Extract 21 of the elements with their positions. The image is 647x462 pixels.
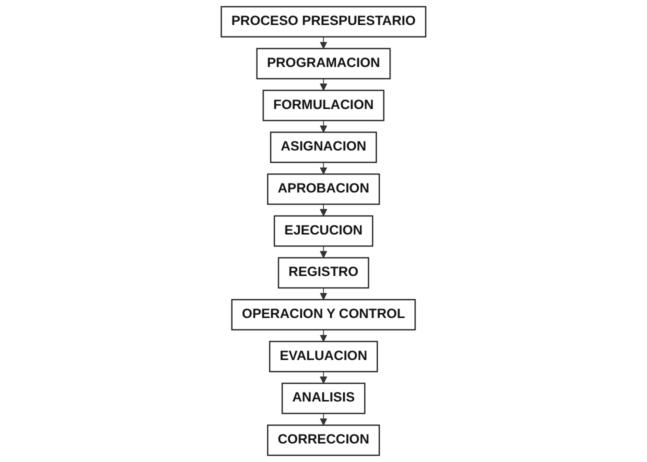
arrow (320, 120, 328, 133)
arrow (320, 204, 328, 216)
node-box: APROBACION (267, 173, 380, 205)
node-box: REGISTRO (278, 257, 370, 289)
node-box: FORMULACION (262, 90, 384, 122)
arrow (320, 413, 328, 426)
node-box: ASIGNACION (270, 132, 377, 163)
node-box: PROGRAMACION (256, 48, 391, 80)
arrow (320, 78, 328, 91)
node-box: ANALISIS (282, 382, 366, 414)
node-box: EJECUCION (274, 215, 374, 247)
arrow (320, 288, 328, 300)
arrow (320, 36, 328, 49)
node-box: CORRECCION (267, 424, 380, 456)
node-box: EVALUACION (269, 340, 378, 372)
node-box: OPERACION Y CONTROL (231, 299, 416, 330)
node-box: PROCESO PRESPUESTARIO (220, 6, 426, 38)
arrow (320, 329, 328, 342)
arrow (320, 246, 328, 258)
arrow (320, 371, 328, 384)
arrow (320, 162, 328, 174)
